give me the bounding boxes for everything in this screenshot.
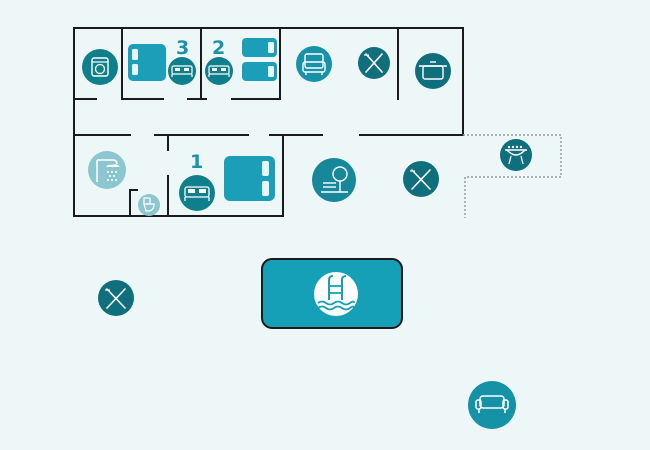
sofa-icon	[468, 381, 516, 429]
room-number-3: 3	[176, 37, 189, 59]
armchair-icon	[296, 46, 332, 82]
bed-room-1	[224, 156, 275, 201]
room-number-2: 2	[212, 37, 225, 59]
barbecue-icon	[500, 139, 532, 171]
walls	[73, 27, 464, 217]
dining-cutlery-icon	[358, 47, 390, 79]
bed-room-2	[242, 38, 277, 81]
terrace-dining-cutlery-icon	[403, 161, 439, 197]
double-bed-icon-room-3	[168, 57, 196, 85]
double-bed-icon-room-2	[205, 57, 233, 85]
terrace-outline	[463, 134, 562, 218]
outdoor-dining-cutlery-icon	[98, 280, 134, 316]
double-bed-icon-room-1	[179, 175, 215, 211]
cooking-pot-icon	[415, 53, 451, 89]
washing-machine-icon	[82, 49, 118, 85]
toilet-icon	[138, 194, 160, 216]
garden-icon	[312, 158, 356, 202]
shower-icon	[88, 151, 126, 189]
pool-ladder-icon	[314, 272, 358, 316]
bed-room-3	[128, 44, 166, 81]
room-number-1: 1	[190, 151, 203, 173]
